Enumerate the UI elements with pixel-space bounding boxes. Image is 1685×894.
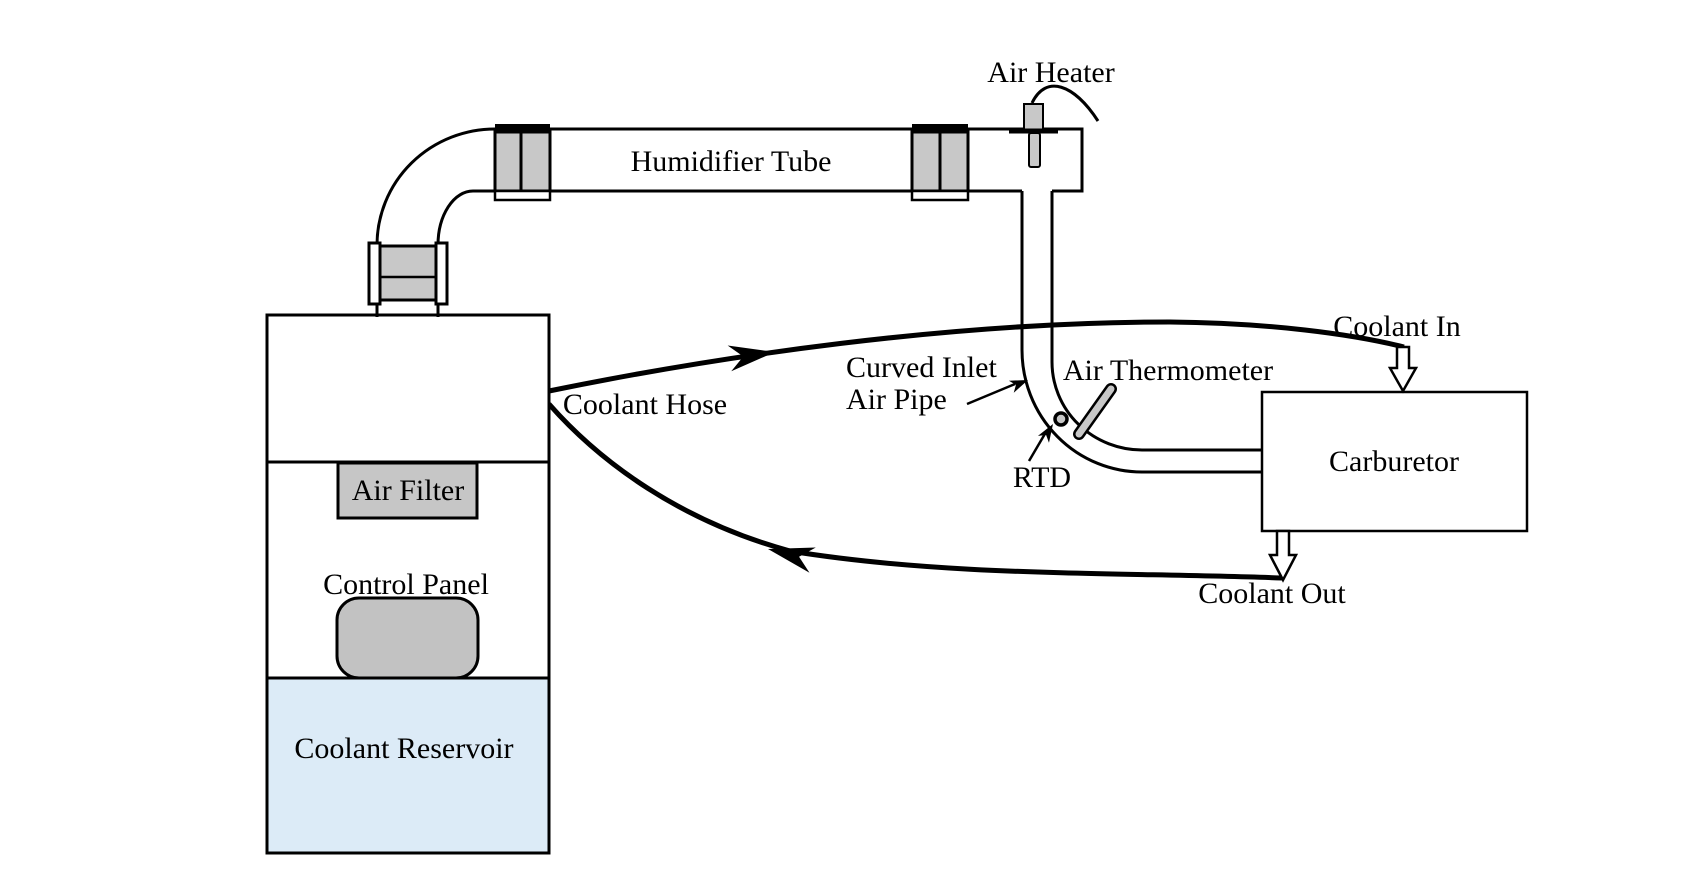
curved-inlet-arrow-line xyxy=(966,382,1016,406)
rtd-sensor xyxy=(1053,411,1069,427)
heater-head xyxy=(1023,103,1044,131)
rtd-arrowhead-icon xyxy=(1037,424,1053,443)
control-panel-box xyxy=(335,596,480,680)
vertical-coupler xyxy=(367,241,449,306)
air-heater-assembly xyxy=(1009,84,1100,168)
tube-coupler-right xyxy=(910,124,970,202)
coolant-in-arrow-icon xyxy=(1387,345,1419,394)
air-thermometer-probe xyxy=(1073,383,1117,440)
coolant-in-label: Coolant In xyxy=(1333,310,1461,343)
heater-wire xyxy=(1030,84,1100,122)
carburetor-label: Carburetor xyxy=(1329,445,1459,478)
coupler-body xyxy=(377,244,439,302)
tube-top-outline xyxy=(495,127,1084,193)
air-filter-box xyxy=(336,461,479,520)
inlet-pipe-inner-line xyxy=(1050,191,1262,452)
thermometer-body xyxy=(1075,385,1115,438)
coolant-reservoir-box xyxy=(265,676,551,855)
air-thermometer-label: Air Thermometer xyxy=(1063,354,1273,387)
coolant-out-arrow-icon xyxy=(1267,529,1299,583)
coupler-cap-top xyxy=(495,124,550,132)
curved-inlet-air-pipe xyxy=(1020,191,1262,474)
tube-coupler-left xyxy=(493,124,552,202)
curved-inlet-label-line1: Curved Inlet xyxy=(846,351,997,384)
coolant-hose-return-line xyxy=(547,402,1283,581)
humidifier-tube-assembly xyxy=(367,84,1100,317)
rtd-arrow-line xyxy=(1027,431,1048,462)
coolant-hose-supply-line xyxy=(548,319,1405,394)
coolant-reservoir-label: Coolant Reservoir xyxy=(294,732,513,765)
curved-inlet-arrowhead-icon xyxy=(1008,380,1028,393)
coolant-hose-loop xyxy=(547,319,1405,581)
coupler-cap-bottom xyxy=(910,189,970,202)
elbow-outer-outline xyxy=(375,127,496,317)
label-arrows xyxy=(966,380,1053,462)
coupler-cap-left xyxy=(367,241,382,306)
hose-flow-arrow-right-icon xyxy=(727,345,775,372)
inlet-pipe-outer-line xyxy=(1020,191,1262,474)
hose-flow-arrow-left-icon xyxy=(768,547,816,573)
coolant-out-label: Coolant Out xyxy=(1198,577,1346,610)
main-unit xyxy=(265,313,551,855)
coupler-cap-right xyxy=(434,241,449,306)
coolant-hose-label: Coolant Hose xyxy=(563,388,727,421)
rtd-label: RTD xyxy=(1013,461,1071,494)
air-filter-label: Air Filter xyxy=(352,474,465,507)
tube-bottom-outline xyxy=(436,189,1022,317)
carburetor-box xyxy=(1260,390,1529,533)
coupler-cap-top xyxy=(912,124,968,132)
control-panel-label: Control Panel xyxy=(323,568,489,601)
humidifier-tube-label: Humidifier Tube xyxy=(631,145,832,178)
coupler-cap-bottom xyxy=(493,189,552,202)
curved-inlet-label-line2: Air Pipe xyxy=(846,383,947,416)
air-heater-label: Air Heater xyxy=(987,56,1114,89)
heater-rod xyxy=(1028,132,1041,168)
